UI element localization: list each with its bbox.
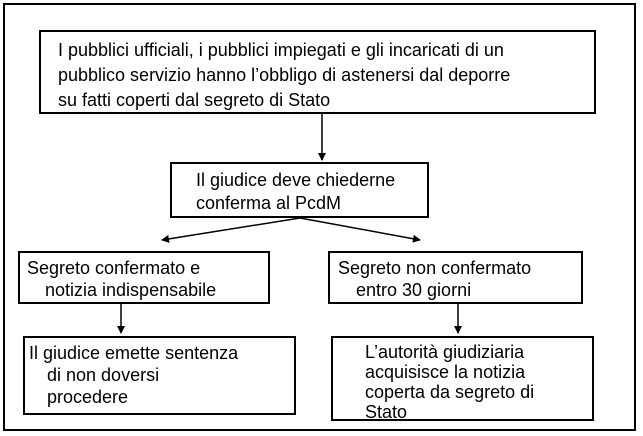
node-secret-confirmed-line: notizia indispensabile [45, 280, 217, 300]
node-secret-not-confirmed-line: Segreto non confermato [338, 258, 532, 278]
node-secret-not-confirmed: Segreto non confermato entro 30 giorni [328, 251, 583, 304]
node-no-proceed-sentence-line: Il giudice emette sentenza [29, 343, 239, 363]
arrow-middle-to-right [299, 217, 421, 243]
node-no-proceed-sentence: Il giudice emette sentenza di non dovers… [23, 336, 296, 415]
node-obligation-line: I pubblici ufficiali, i pubblici impiega… [58, 40, 504, 60]
node-judicial-acquires: L’autorità giudiziaria acquisisce la not… [331, 336, 594, 422]
node-judge-confirmation: Il giudice deve chiederne conferma al Pc… [170, 162, 429, 218]
node-secret-not-confirmed-line: entro 30 giorni [356, 280, 472, 300]
node-secret-confirmed: Segreto confermato e notizia indispensab… [18, 251, 270, 304]
node-judicial-acquires-line: acquisisce la notizia [365, 362, 526, 382]
node-judge-confirmation-line: Il giudice deve chiederne [196, 170, 396, 190]
node-judicial-acquires-line: Stato [365, 402, 408, 422]
node-judge-confirmation-line: conferma al PcdM [196, 193, 342, 213]
node-obligation-line: pubblico servizio hanno l’obbligo di ast… [58, 65, 511, 85]
node-no-proceed-sentence-line: procedere [47, 387, 129, 407]
node-no-proceed-sentence-line: di non doversi [47, 365, 160, 385]
node-secret-confirmed-line: Segreto confermato e [27, 258, 201, 278]
node-obligation-line: su fatti coperti dal segreto di Stato [58, 90, 331, 110]
node-obligation: I pubblici ufficiali, i pubblici impiega… [39, 30, 596, 114]
arrow-middle-to-left [161, 217, 301, 243]
node-judicial-acquires-line: L’autorità giudiziaria [365, 342, 525, 362]
node-judicial-acquires-line: coperta da segreto di [365, 382, 535, 402]
